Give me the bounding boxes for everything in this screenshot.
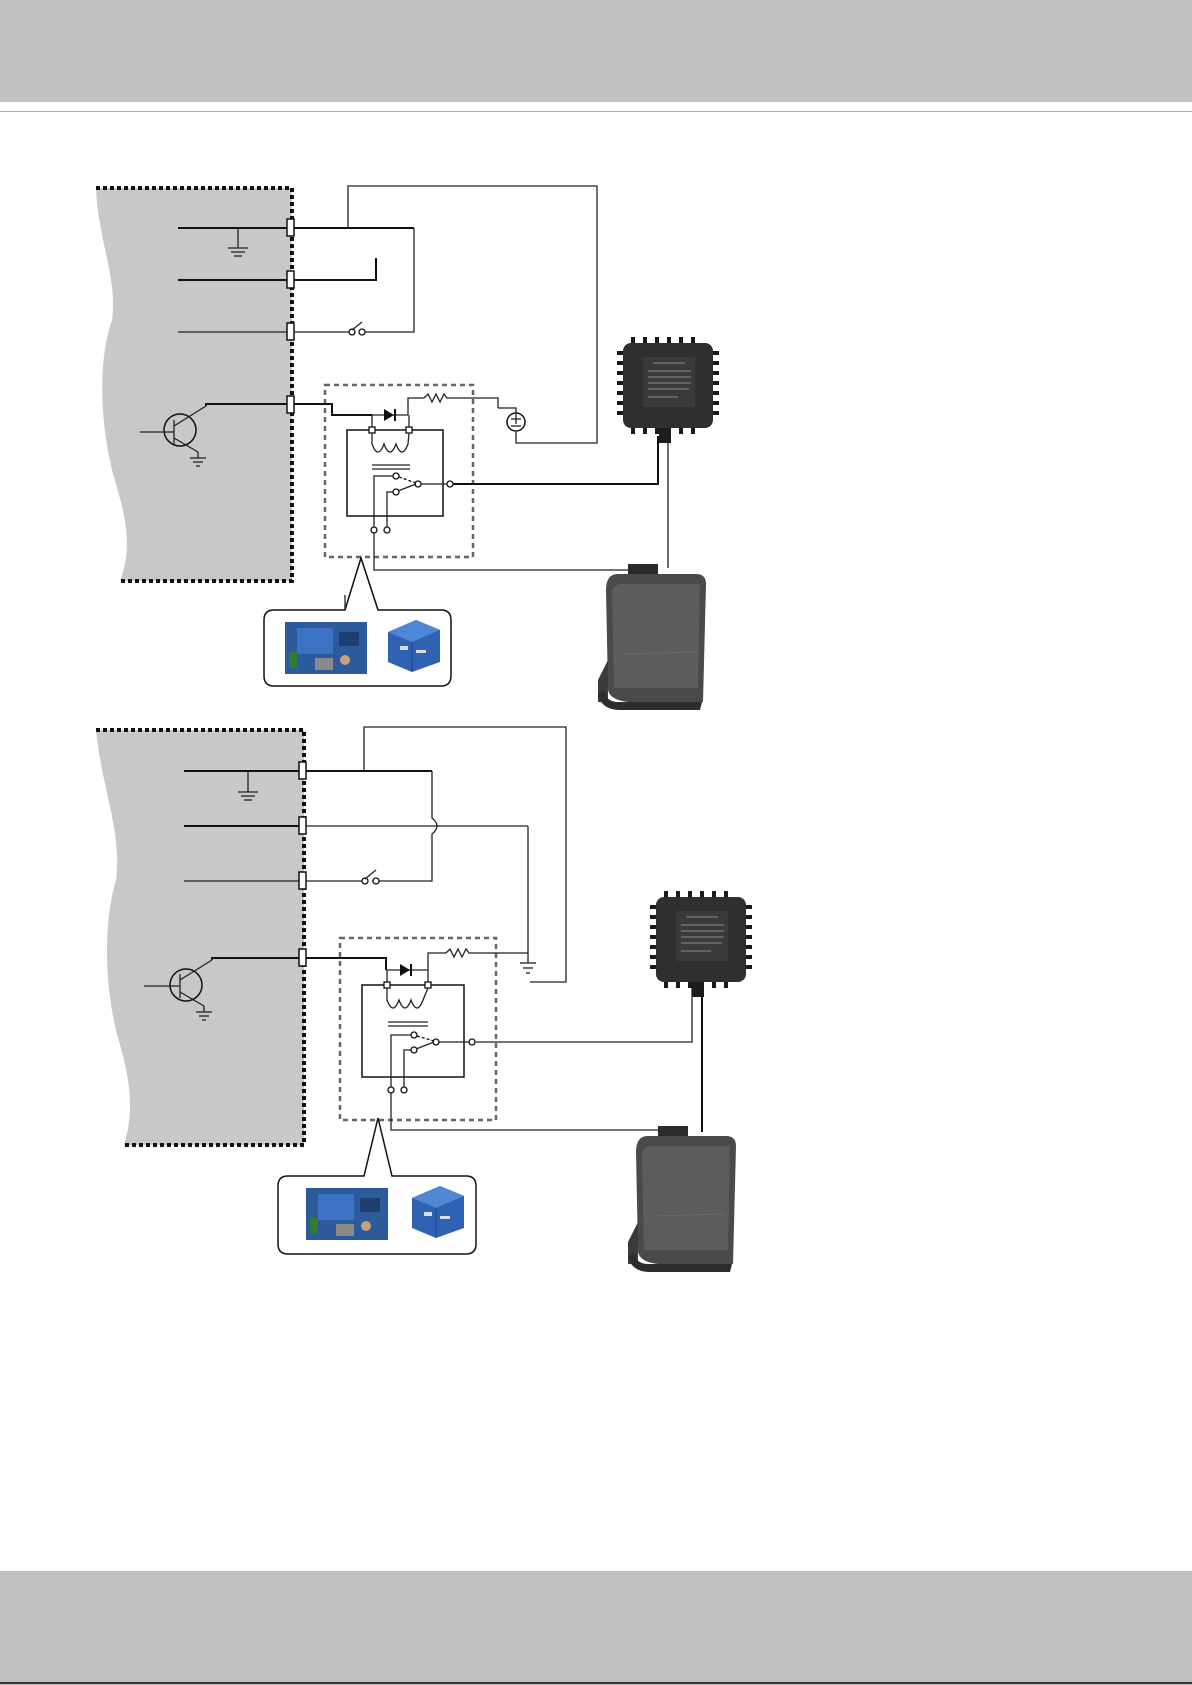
switch-icon xyxy=(294,322,365,335)
battery-icon xyxy=(498,408,525,431)
diode-icon xyxy=(372,409,408,421)
camera-io-panel xyxy=(96,188,292,581)
relay-module-photo xyxy=(285,622,367,674)
wiring-diagram-1 xyxy=(96,186,719,710)
illuminator-photo xyxy=(628,1126,736,1272)
relay-module-photo xyxy=(306,1188,388,1240)
ground-icon xyxy=(520,953,536,973)
wiring-diagram-2 xyxy=(96,727,752,1272)
resistor-icon xyxy=(424,394,498,408)
switch-icon xyxy=(306,870,379,884)
ac-adapter-photo xyxy=(617,337,719,443)
coil-icon xyxy=(387,988,428,1026)
relay-module-box xyxy=(340,938,496,1120)
relay-contacts xyxy=(371,473,453,533)
ac-adapter-photo xyxy=(650,891,752,997)
relay-contacts xyxy=(388,1032,475,1093)
coil-icon xyxy=(372,433,410,469)
camera-io-panel xyxy=(96,730,304,1145)
resistor-icon xyxy=(446,949,528,957)
illuminator-photo xyxy=(598,564,706,710)
footer-band xyxy=(0,1571,1192,1685)
footer-rule xyxy=(0,1682,1192,1684)
diode-icon xyxy=(386,964,428,976)
